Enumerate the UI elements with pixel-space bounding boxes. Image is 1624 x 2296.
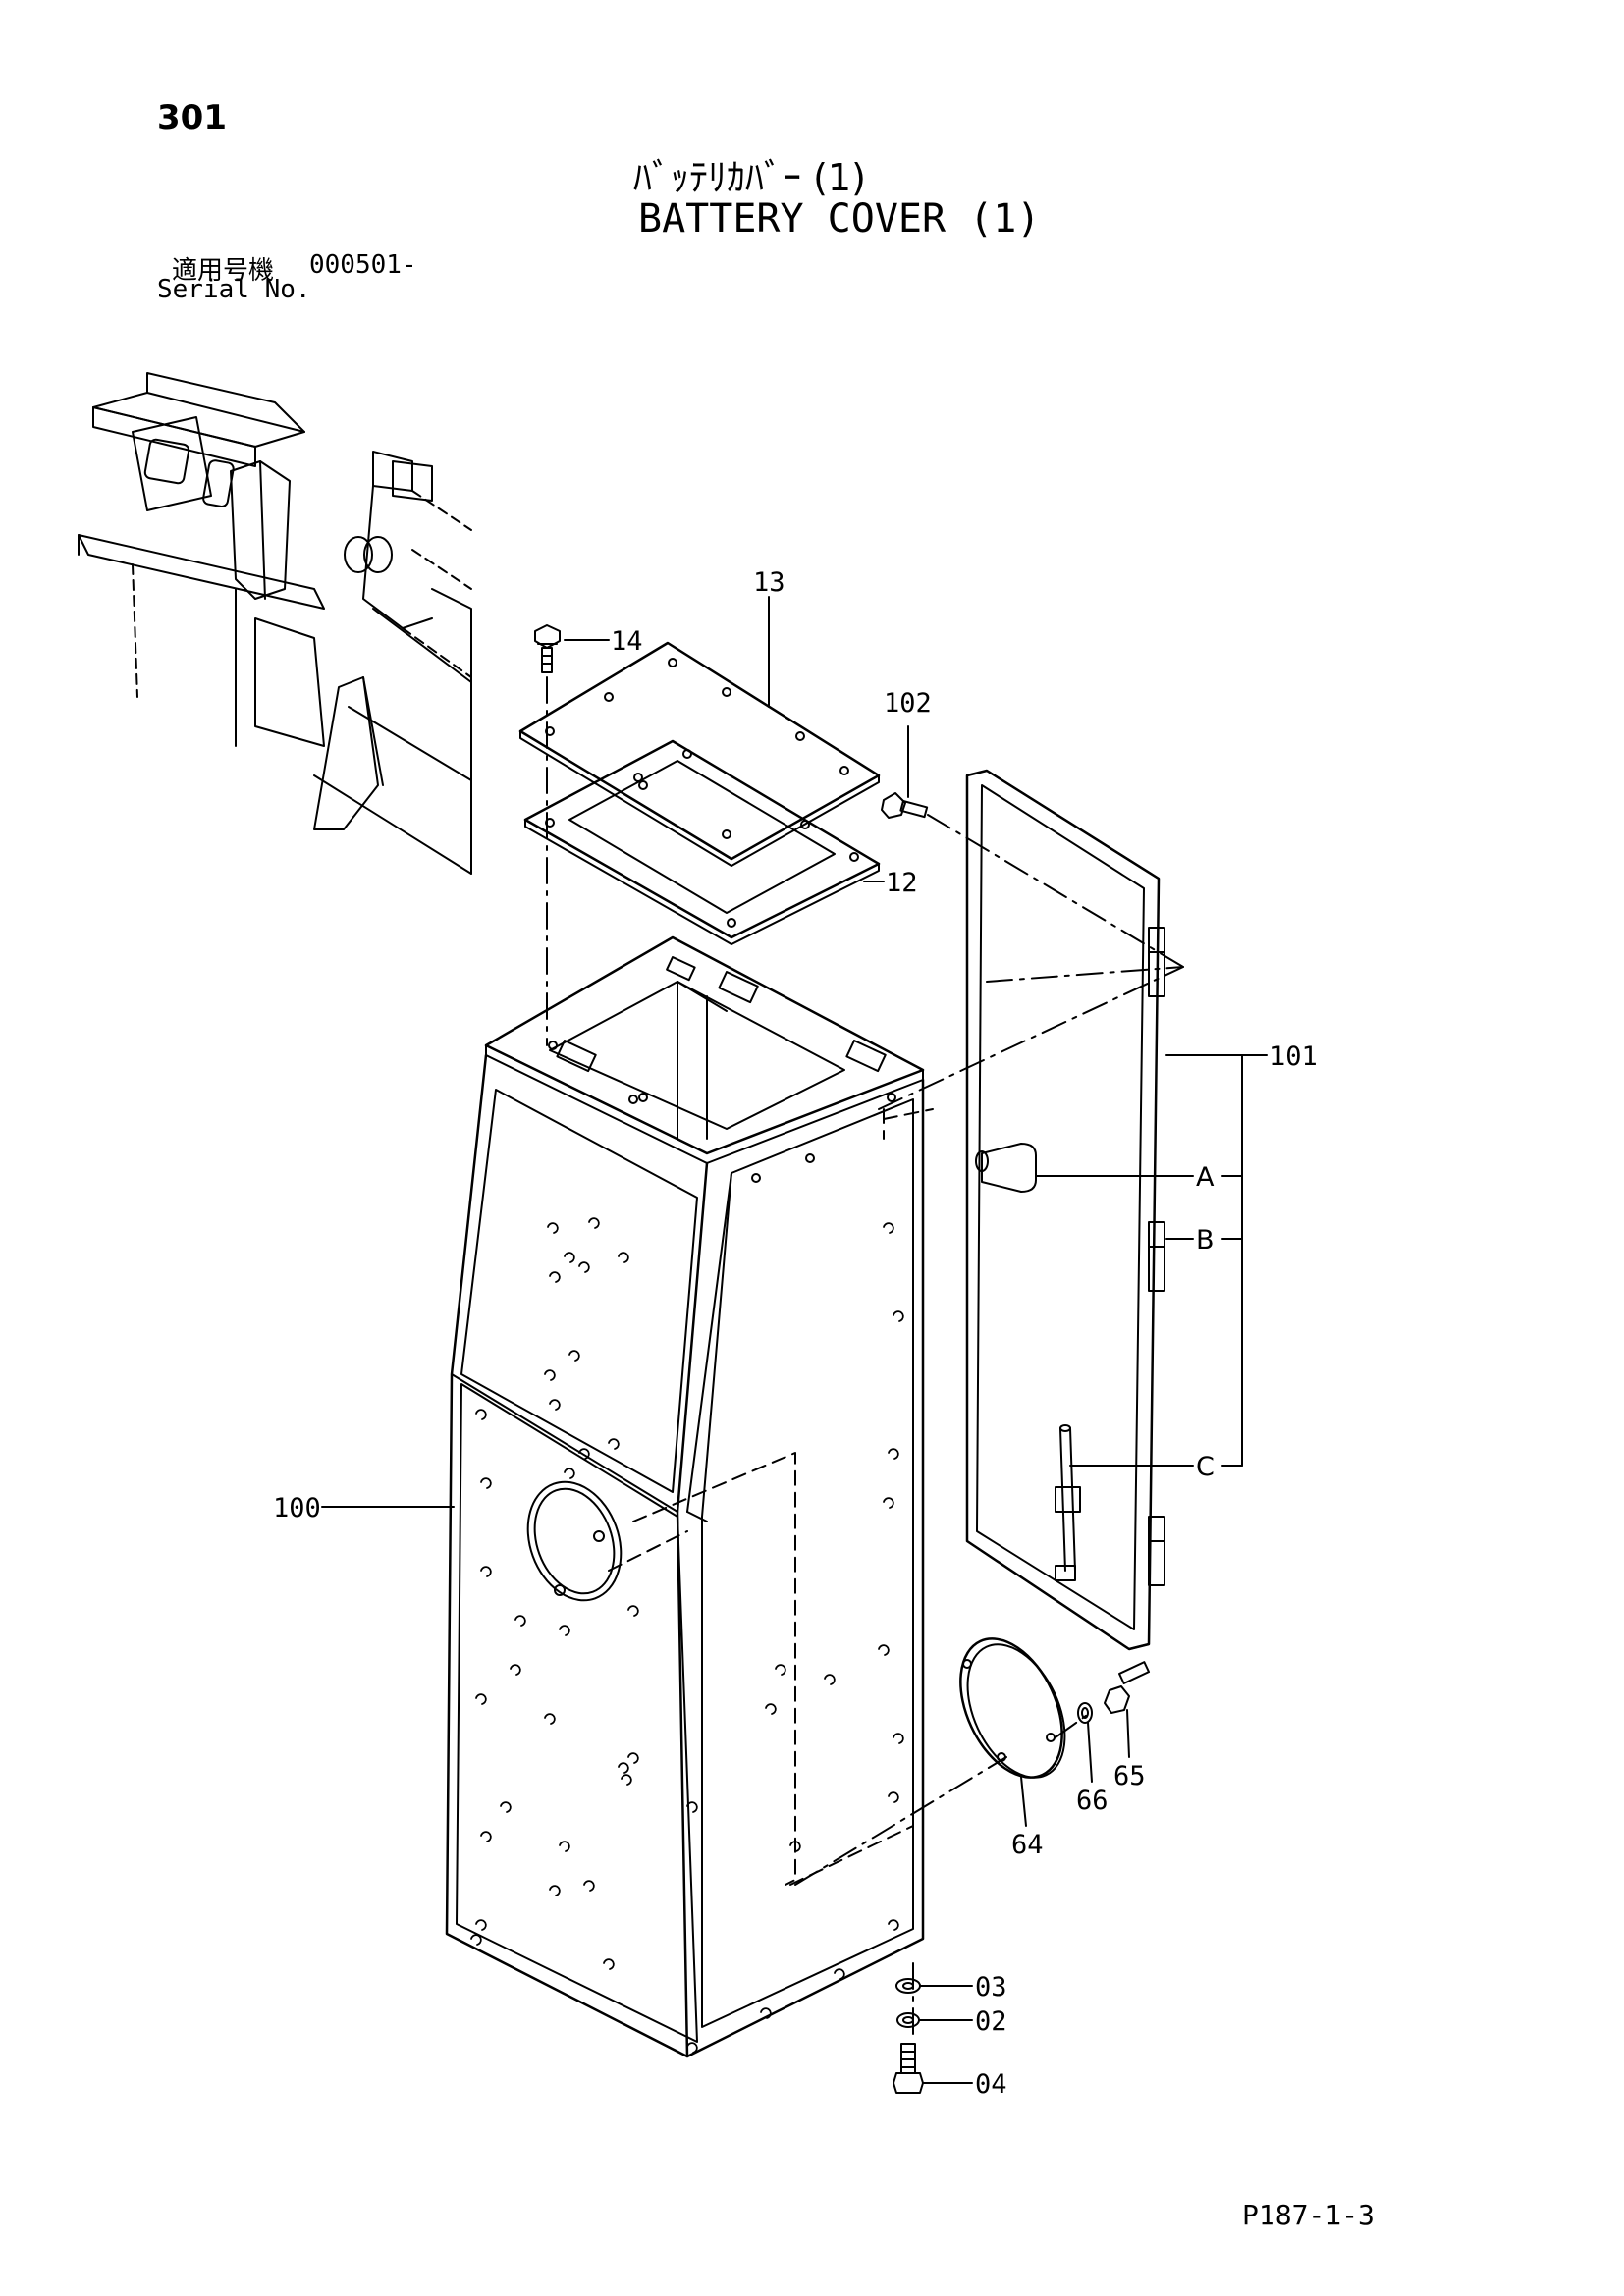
callout-66: 66 xyxy=(1076,1786,1109,1816)
machine-locator-sketch xyxy=(78,372,472,875)
washer-03 xyxy=(895,1978,921,1994)
callout-65: 65 xyxy=(1113,1761,1146,1791)
page-code: P187-1-3 xyxy=(1242,2199,1375,2231)
callout-13: 13 xyxy=(753,567,785,598)
callout-100: 100 xyxy=(273,1493,321,1523)
serial-range: 000501- xyxy=(309,250,417,280)
callout-03: 03 xyxy=(975,1972,1007,2002)
callout-labels: 13 14 102 12 101 A B C 100 66 65 64 03 0… xyxy=(273,567,1318,2100)
callout-14: 14 xyxy=(611,626,643,657)
washer-66 xyxy=(1077,1702,1093,1724)
bolt-04 xyxy=(893,2043,924,2094)
title-japanese: ﾊﾞｯﾃﾘｶﾊﾞｰ (1) xyxy=(633,156,866,199)
door-101 xyxy=(878,769,1184,1651)
bolt-102 xyxy=(881,792,1184,968)
serial-label: Serial No. xyxy=(157,275,311,304)
serial-label-japanese: 適用号機 xyxy=(172,256,275,286)
spring-washer-02 xyxy=(896,2012,920,2028)
callout-04: 04 xyxy=(975,2069,1007,2100)
page-number: 301 xyxy=(157,98,227,137)
page-title: BATTERY COVER (1) xyxy=(638,196,1041,241)
round-cover-64 xyxy=(794,1637,1091,1886)
callout-102: 102 xyxy=(884,688,932,719)
callout-A: A xyxy=(1196,1162,1215,1193)
callout-02: 02 xyxy=(975,2006,1007,2037)
bolt-65 xyxy=(1104,1661,1151,1714)
cover-plate-13 xyxy=(518,641,881,867)
callout-64: 64 xyxy=(1011,1830,1044,1860)
battery-box-100 xyxy=(445,935,934,2058)
callout-101: 101 xyxy=(1270,1041,1318,1072)
gasket-12 xyxy=(523,739,881,945)
bolt-14 xyxy=(534,624,561,1046)
callout-B: B xyxy=(1196,1225,1215,1255)
callout-12: 12 xyxy=(886,868,918,898)
leader-lines xyxy=(321,596,1268,2084)
callout-C: C xyxy=(1196,1452,1215,1482)
